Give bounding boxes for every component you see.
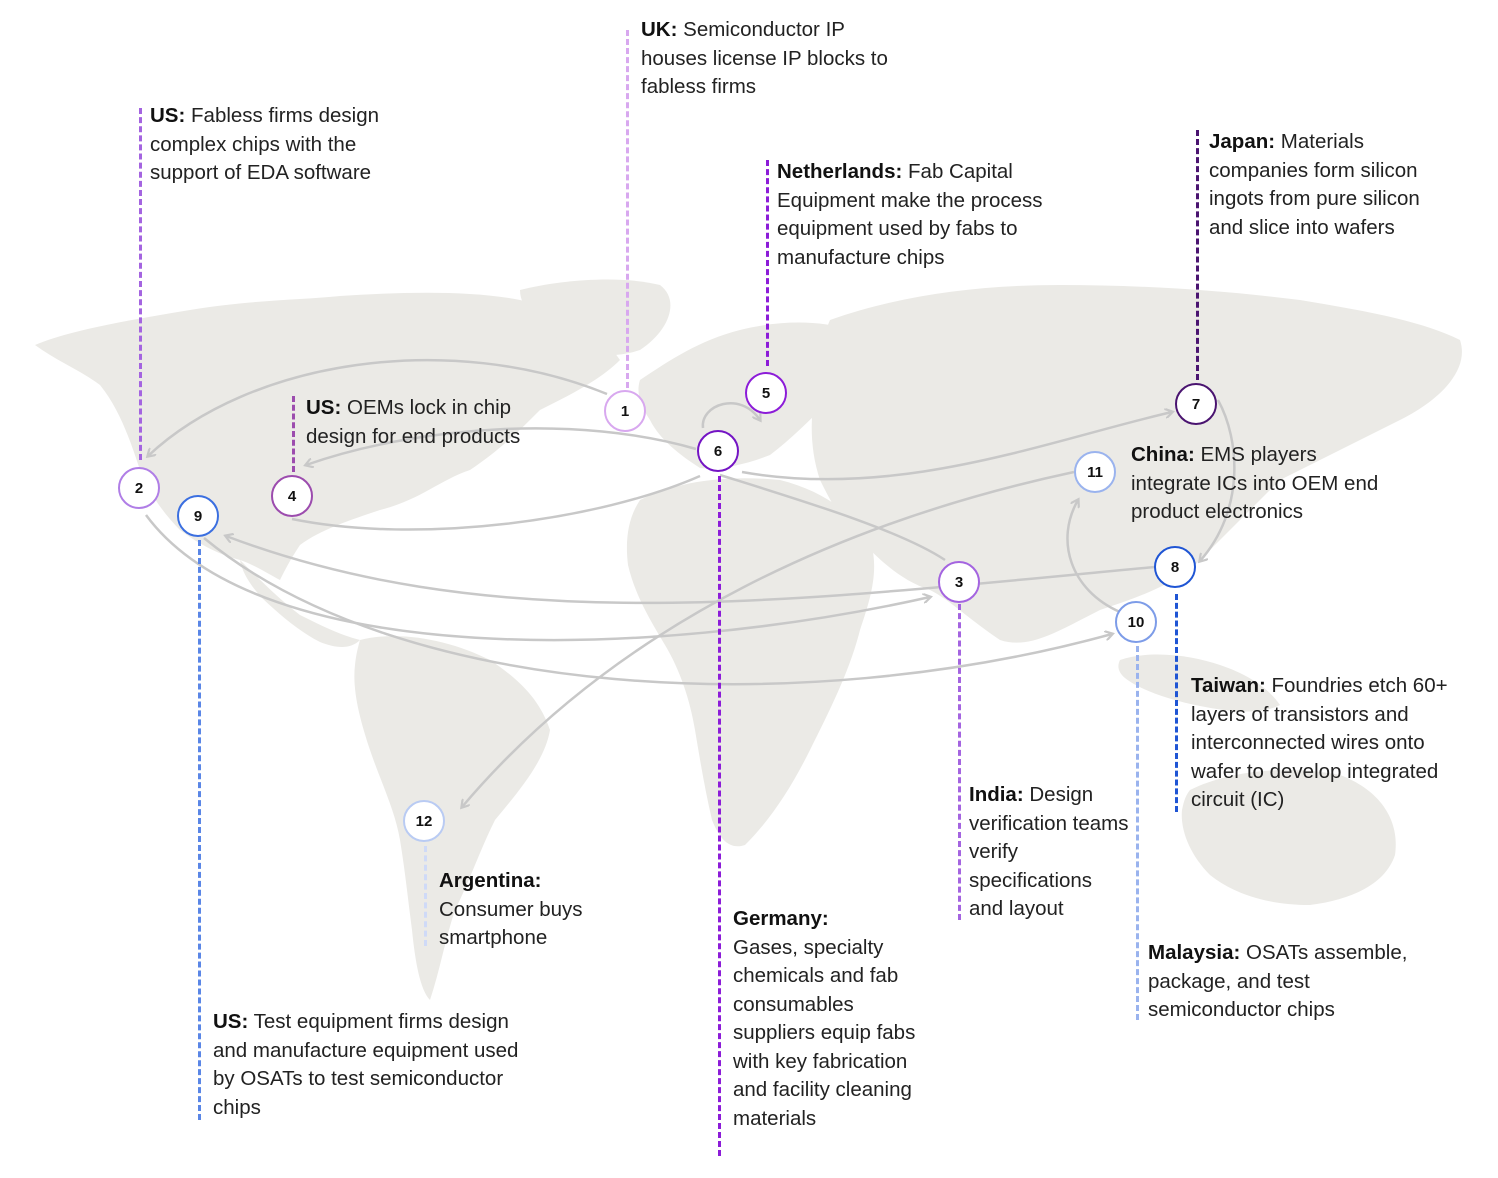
callout-us-oem: US: OEMs lock in chip design for end pro… — [306, 394, 576, 451]
node-4: 4 — [271, 475, 313, 517]
node-11: 11 — [1074, 451, 1116, 493]
node-12: 12 — [403, 800, 445, 842]
leader-line-us-fabless — [139, 108, 142, 460]
callout-argentina-country: Argentina: — [439, 869, 542, 892]
callout-netherlands-text: Fab Capital Equipment make the process e… — [777, 160, 1043, 269]
node-5: 5 — [745, 372, 787, 414]
node-1: 1 — [604, 390, 646, 432]
callout-argentina: Argentina: Consumer buys smartphone — [439, 867, 619, 953]
greenland-landmass — [520, 279, 671, 356]
southeast-asia-islands — [1118, 654, 1280, 712]
callout-us-oem-country: US: — [306, 396, 342, 419]
arrow-2-to-3 — [144, 514, 930, 642]
flow-arrows — [144, 358, 1236, 807]
leader-line-taiwan — [1175, 594, 1178, 812]
leader-line-argentina — [424, 846, 427, 946]
arrow-8-to-9 — [226, 536, 1156, 605]
callout-us-test-country: US: — [213, 1010, 249, 1033]
arrow-4-to-6 — [291, 474, 701, 531]
leader-line-us-oem — [292, 396, 295, 472]
arrow-6-to-4 — [306, 427, 697, 465]
arrow-9-to-10 — [203, 537, 1112, 686]
callout-germany-country: Germany: — [733, 907, 829, 930]
leader-line-netherlands — [766, 160, 769, 366]
callout-us-fabless-text: Fabless firms design complex chips with … — [150, 104, 379, 184]
callout-uk: UK: Semiconductor IP houses license IP b… — [641, 16, 896, 102]
callout-india: India: Design verification teams verify … — [969, 781, 1129, 924]
callout-malaysia-country: Malaysia: — [1148, 941, 1241, 964]
callout-china: China: EMS players integrate ICs into OE… — [1131, 441, 1396, 527]
callout-netherlands: Netherlands: Fab Capital Equipment make … — [777, 158, 1097, 272]
callout-us-oem-text: OEMs lock in chip design for end product… — [306, 396, 521, 448]
callout-argentina-text: Consumer buys smartphone — [439, 897, 583, 950]
node-10: 10 — [1115, 601, 1157, 643]
callout-china-text: EMS players integrate ICs into OEM end p… — [1131, 443, 1379, 523]
callout-taiwan: Taiwan: Foundries etch 60+ layers of tra… — [1191, 672, 1476, 815]
node-2: 2 — [118, 467, 160, 509]
callout-germany-text: Gases, specialty chemicals and fab consu… — [733, 935, 916, 1130]
callout-japan-country: Japan: — [1209, 130, 1276, 153]
callout-us-fabless: US: Fabless firms design complex chips w… — [150, 102, 425, 188]
callout-india-text: Design verification teams verify specifi… — [969, 783, 1129, 920]
arrow-7-to-8 — [1200, 399, 1236, 561]
callout-netherlands-country: Netherlands: — [777, 160, 903, 183]
callout-china-country: China: — [1131, 443, 1195, 466]
node-6: 6 — [697, 430, 739, 472]
callout-us-fabless-country: US: — [150, 104, 186, 127]
callout-malaysia-text: OSATs assemble, package, and test semico… — [1148, 941, 1408, 1021]
leader-line-germany — [718, 476, 721, 1156]
callout-uk-country: UK: — [641, 18, 678, 41]
south-america-landmass — [354, 636, 550, 1000]
node-3: 3 — [938, 561, 980, 603]
leader-line-malaysia — [1136, 646, 1139, 1020]
callout-us-test: US: Test equipment firms design and manu… — [213, 1008, 533, 1122]
callout-india-country: India: — [969, 783, 1024, 806]
node-8: 8 — [1154, 546, 1196, 588]
node-7: 7 — [1175, 383, 1217, 425]
callout-germany: Germany: Gases, specialty chemicals and f… — [733, 905, 928, 1133]
leader-line-us-test — [198, 540, 201, 1120]
central-america-landmass — [240, 560, 360, 647]
leader-line-uk — [626, 30, 629, 388]
callout-uk-text: Semiconductor IP houses license IP block… — [641, 18, 888, 98]
callout-taiwan-text: Foundries etch 60+ layers of transistors… — [1191, 674, 1448, 811]
leader-line-japan — [1196, 130, 1199, 380]
arrow-11-to-12 — [462, 470, 1075, 807]
arrow-6-to-5 — [701, 402, 760, 429]
australia-landmass — [1181, 770, 1396, 905]
arrow-6-to-7 — [741, 412, 1172, 481]
arrow-6-to-3 — [719, 473, 946, 562]
asia-landmass — [811, 285, 1462, 643]
callout-japan-text: Materials companies form silicon ingots … — [1209, 130, 1420, 239]
node-9: 9 — [177, 495, 219, 537]
callout-malaysia: Malaysia: OSATs assemble, package, and t… — [1148, 939, 1448, 1025]
callout-taiwan-country: Taiwan: — [1191, 674, 1266, 697]
leader-line-india — [958, 604, 961, 920]
arrow-10-to-11 — [1066, 500, 1121, 614]
africa-landmass — [626, 478, 875, 847]
callout-us-test-text: Test equipment firms design and manufact… — [213, 1010, 519, 1119]
arrow-1-to-2 — [148, 358, 608, 456]
callout-japan: Japan: Materials companies form silicon … — [1209, 128, 1424, 242]
